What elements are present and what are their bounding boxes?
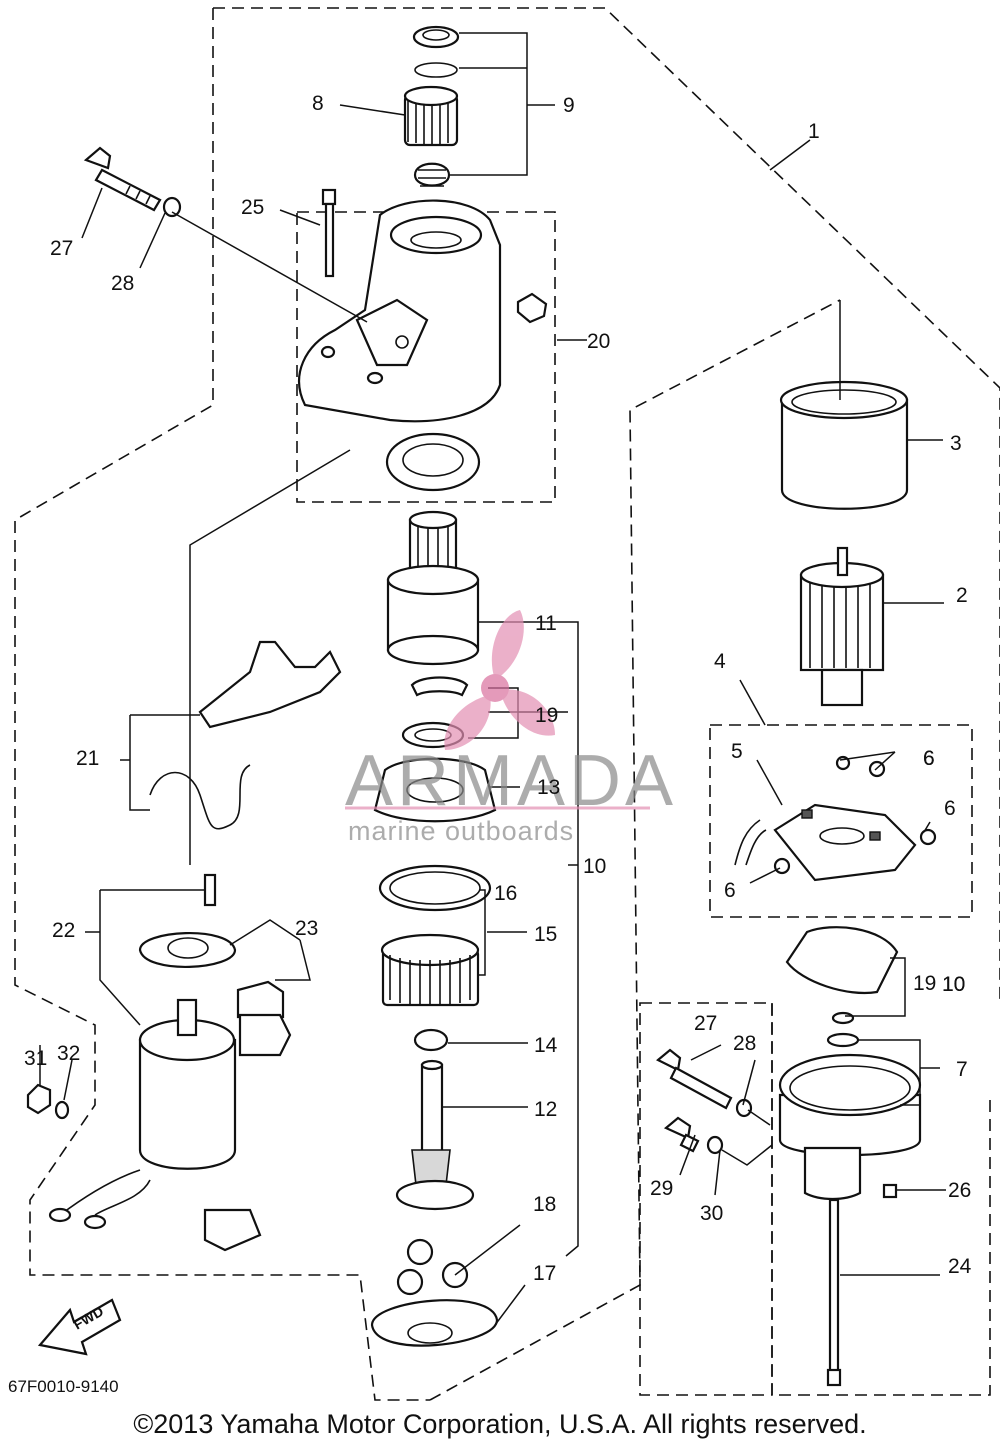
- callout-30: 30: [700, 1202, 723, 1225]
- callout-19: 19: [535, 704, 558, 727]
- callout-15: 15: [534, 923, 557, 946]
- leader-lines: [39, 32, 946, 1326]
- callout-10-2: 10: [942, 973, 965, 996]
- callout-9: 9: [563, 94, 575, 117]
- callout-8: 8: [312, 92, 324, 115]
- armada-watermark: ARMADA marine outboards: [345, 610, 673, 846]
- callout-25: 25: [241, 196, 264, 219]
- callout-24: 24: [948, 1255, 972, 1278]
- callout-6: 6: [923, 747, 935, 770]
- callout-26: 26: [948, 1179, 971, 1202]
- front-bracket-20: [298, 199, 548, 492]
- callout-29: 29: [650, 1177, 673, 1200]
- fwd-arrow-icon: FWD: [37, 1298, 122, 1356]
- through-bolt-25: [321, 188, 337, 278]
- callout-17: 17: [533, 1262, 556, 1285]
- bolts-lower-right: [656, 1048, 753, 1155]
- callout-27: 27: [50, 237, 73, 260]
- brush-holder-4: [734, 755, 937, 882]
- rear-cover-assembly: [778, 926, 922, 1387]
- pinion-gear-set: [403, 25, 460, 187]
- callout-12: 12: [534, 1098, 557, 1121]
- watermark-tagline: marine outboards: [348, 816, 574, 846]
- callout-16: 16: [494, 882, 517, 905]
- callout-5: 5: [731, 740, 743, 763]
- drive-shaft-assembly: [370, 510, 499, 1347]
- callout-10-1: 10: [942, 973, 965, 996]
- callout-22: 22: [52, 919, 75, 942]
- shift-lever-21: [149, 640, 342, 830]
- drawing-code: 67F0010-9140: [8, 1377, 119, 1396]
- callout-20: 20: [587, 330, 610, 353]
- callout-4: 4: [714, 650, 726, 673]
- callout-31: 31: [24, 1047, 47, 1070]
- callout-6-1: 6: [944, 797, 956, 820]
- callout-32: 32: [57, 1042, 80, 1065]
- assembly-boundary-lines: [14, 7, 1000, 1401]
- callout-13: 13: [537, 776, 560, 799]
- yoke-and-armature: [779, 380, 909, 707]
- callout-14: 14: [534, 1034, 558, 1057]
- callout-6-2: 6: [724, 879, 736, 902]
- callout-19-1: 19: [913, 972, 936, 995]
- callout-28-1: 28: [733, 1032, 756, 1055]
- callout-2: 2: [956, 584, 968, 607]
- callout-1: 1: [808, 120, 820, 143]
- callout-7: 7: [956, 1058, 968, 1081]
- callout-3: 3: [950, 432, 962, 455]
- propeller-logo: [444, 610, 555, 750]
- callout-23: 23: [295, 917, 318, 940]
- callout-27-1: 27: [694, 1012, 717, 1035]
- bolt-and-washer-top: [83, 146, 182, 218]
- callout-21: 21: [76, 747, 99, 770]
- copyright-notice: ©2013 Yamaha Motor Corporation, U.S.A. A…: [133, 1409, 866, 1439]
- callout-6-3: 6: [923, 747, 935, 770]
- callout-11: 11: [535, 612, 557, 635]
- callout-18: 18: [533, 1193, 556, 1216]
- callout-28: 28: [111, 272, 134, 295]
- starter-solenoid-22: [26, 873, 292, 1252]
- callout-10: 10: [583, 855, 606, 878]
